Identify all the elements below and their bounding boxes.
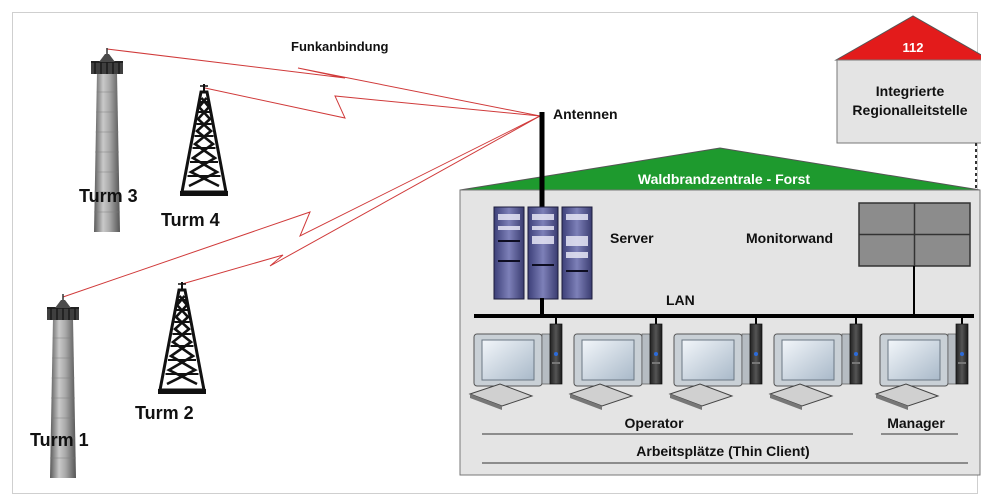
chimney-tower-1-icon (46, 293, 80, 479)
leitstelle-building: 112 Integrierte Regionalleitstelle (834, 15, 981, 144)
manager-label: Manager (887, 415, 945, 431)
lattice-tower-4-icon (178, 82, 230, 198)
radio-links (62, 48, 541, 298)
zentrale-title: Waldbrandzentrale - Forst (638, 171, 811, 187)
tower-1-label: Turm 1 (30, 430, 89, 450)
radio-link-turm1 (62, 115, 541, 298)
lan-label: LAN (666, 292, 695, 308)
radio-link-label: Funkanbindung (291, 39, 389, 54)
emergency-number: 112 (903, 40, 924, 55)
tower-4-label: Turm 4 (161, 210, 220, 230)
tower-2-label: Turm 2 (135, 403, 194, 423)
radio-link-turm4 (204, 87, 541, 119)
monitor-wall-icon (858, 202, 971, 267)
workstations-label: Arbeitsplätze (Thin Client) (636, 443, 809, 459)
radio-link-turm2 (181, 115, 541, 285)
monitorwall-label: Monitorwand (746, 230, 833, 246)
leitstelle-title-line1: Integrierte (876, 83, 945, 99)
tower-3-label: Turm 3 (79, 186, 138, 206)
lattice-tower-2-icon (156, 280, 208, 396)
server-rack-icon (493, 206, 593, 300)
antenna-label: Antennen (553, 106, 618, 122)
operator-label: Operator (624, 415, 684, 431)
radio-link-turm3 (106, 48, 541, 117)
leitstelle-title-line2: Regionalleitstelle (852, 102, 967, 118)
server-label: Server (610, 230, 654, 246)
